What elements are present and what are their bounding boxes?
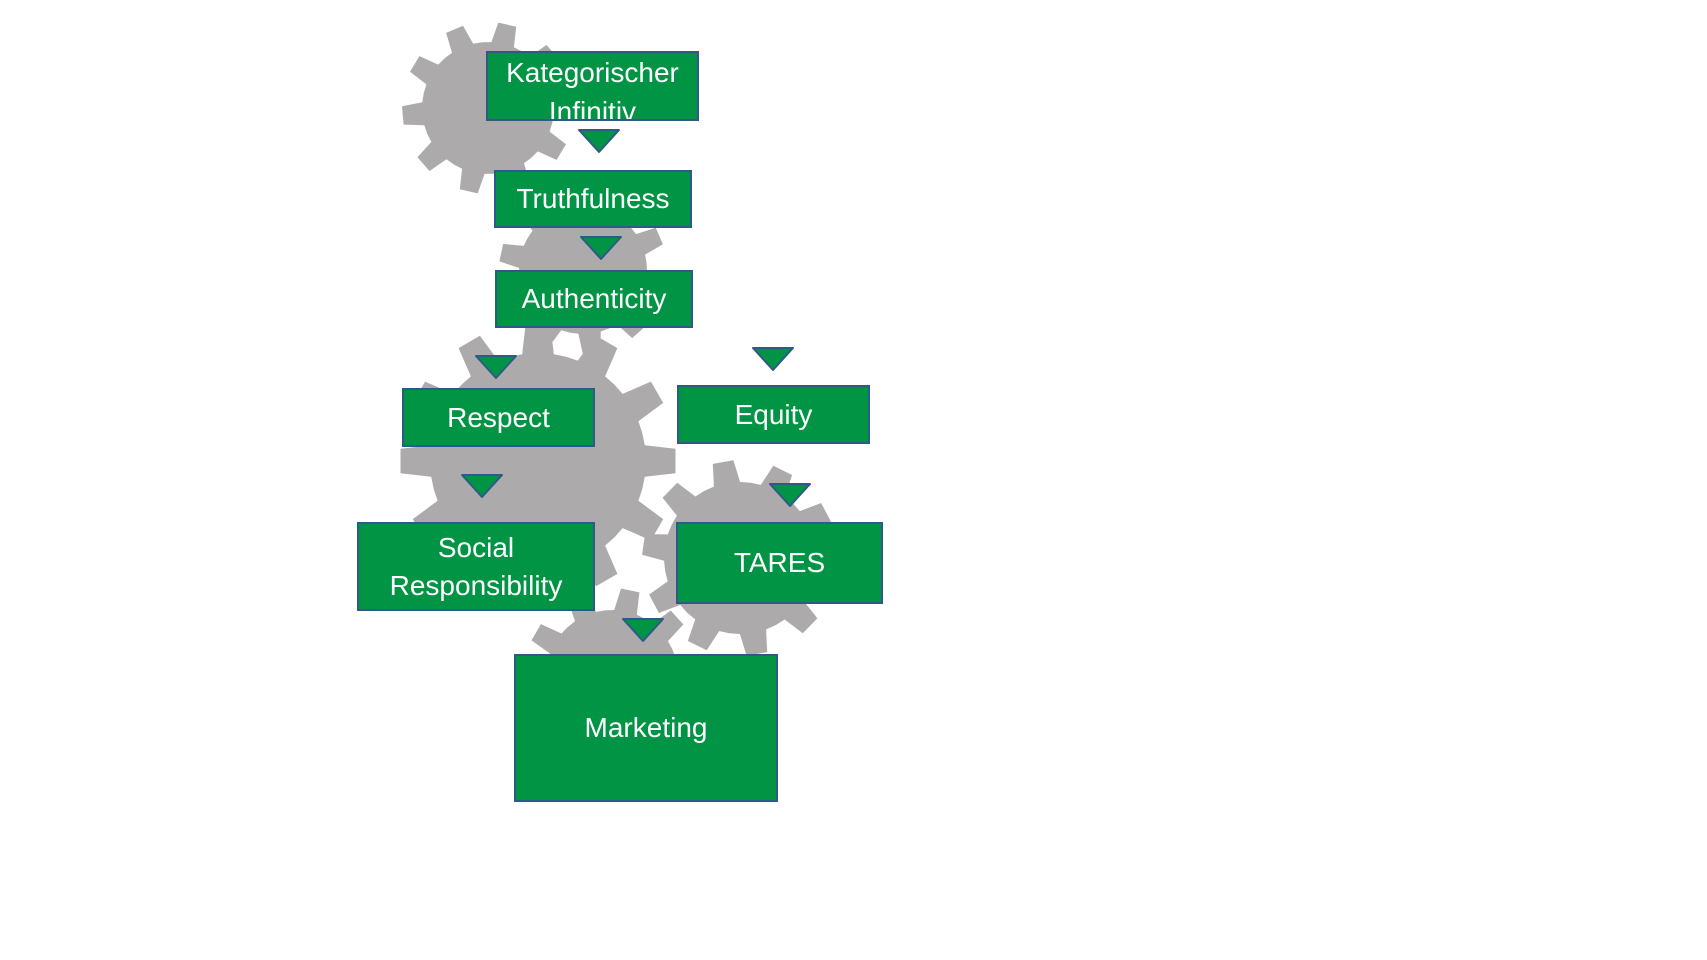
node-social-responsibility: Social Responsibility xyxy=(357,522,595,611)
arrow-down-icon xyxy=(622,618,664,642)
node-kategorischer-infinitiv: Kategorischer Infinitiv xyxy=(486,51,699,121)
node-truthfulness: Truthfulness xyxy=(494,170,692,228)
node-respect: Respect xyxy=(402,388,595,447)
node-marketing: Marketing xyxy=(514,654,778,802)
node-tares: TARES xyxy=(676,522,883,604)
node-equity: Equity xyxy=(677,385,870,444)
arrow-down-icon xyxy=(461,474,503,498)
arrow-down-icon xyxy=(769,483,811,507)
arrow-down-icon xyxy=(580,236,622,260)
node-authenticity: Authenticity xyxy=(495,270,693,328)
arrow-down-icon xyxy=(578,129,620,153)
arrow-down-icon xyxy=(752,347,794,371)
arrow-down-icon xyxy=(475,355,517,379)
